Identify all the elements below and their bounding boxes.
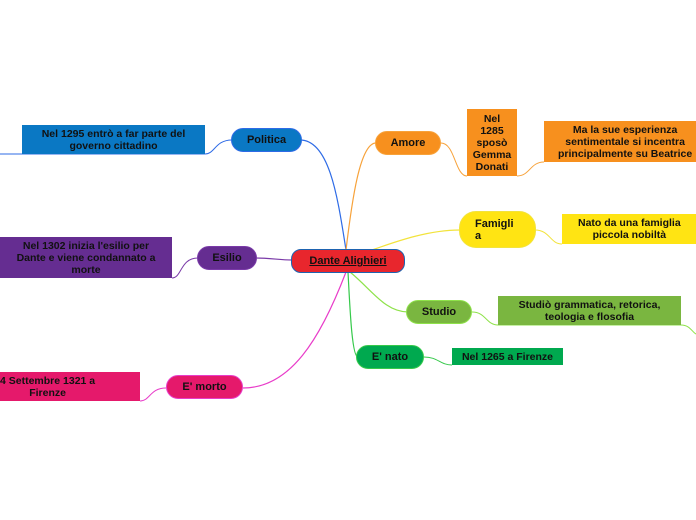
root-node-dante-alighieri[interactable]: Dante Alighieri — [291, 249, 405, 273]
detail-morto[interactable]: 4 Settembre 1321 a Firenze — [0, 372, 140, 401]
detail-amore-matrimonio[interactable]: Nel 1285 sposò Gemma Donati — [467, 109, 517, 176]
branch-famiglia[interactable]: Famigli a — [459, 211, 536, 248]
connector-root-studio — [349, 271, 409, 313]
detail-esilio[interactable]: Nel 1302 inizia l'esilio per Dante e vie… — [0, 237, 172, 278]
connector-esilio-detail — [171, 257, 199, 279]
connector-root-nato — [347, 271, 359, 358]
connector-famiglia-detail — [534, 229, 563, 245]
detail-studio[interactable]: Studiò grammatica, retorica, teologia e … — [498, 296, 681, 325]
connector-amore-detail2 — [516, 161, 545, 177]
connector-nato-detail — [423, 356, 453, 366]
connector-root-esilio — [255, 257, 293, 261]
connector-root-politica — [299, 139, 347, 251]
detail-famiglia[interactable]: Nato da una famiglia piccola nobiltà — [562, 214, 696, 244]
detail-amore-beatrice[interactable]: Ma la sue esperienza sentimentale si inc… — [544, 121, 696, 162]
branch-amore[interactable]: Amore — [375, 131, 441, 155]
branch-morto[interactable]: E' morto — [166, 375, 243, 399]
branch-studio[interactable]: Studio — [406, 300, 472, 324]
connector-studio-detail — [471, 311, 696, 335]
branch-esilio[interactable]: Esilio — [197, 246, 257, 270]
branch-nato[interactable]: E' nato — [356, 345, 424, 369]
detail-nato[interactable]: Nel 1265 a Firenze — [452, 348, 563, 365]
connector-politica-detail — [0, 139, 233, 155]
connector-amore-detail — [440, 142, 468, 177]
connector-root-morto — [242, 271, 347, 389]
connector-morto-detail — [139, 387, 167, 402]
connector-root-famiglia — [371, 229, 461, 251]
detail-politica[interactable]: Nel 1295 entrò a far parte del governo c… — [22, 125, 205, 154]
branch-politica[interactable]: Politica — [231, 128, 302, 152]
connector-root-amore — [345, 142, 377, 251]
